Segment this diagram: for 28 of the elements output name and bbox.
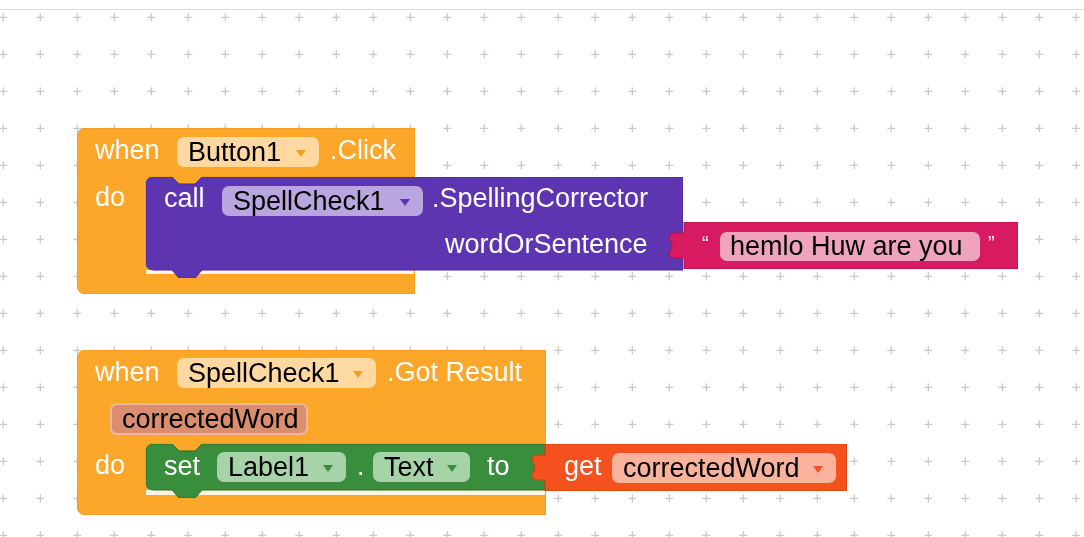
block-label: when [95,135,160,167]
block-label: do [95,450,126,482]
text-field: hemlo Huw are you [720,232,980,261]
dropdown: Label1 [217,452,346,482]
block-label: .Click [330,135,396,167]
quote-mark: ” [988,231,995,255]
block-label: wordOrSentence [445,229,648,261]
block-label: .Got Result [387,357,523,389]
event-block [77,350,546,515]
dropdown: Text [373,452,470,482]
block-label: .SpellingCorrector [432,183,649,215]
text-block [668,222,1018,269]
block-label: call [164,183,205,215]
getter-block [531,444,847,491]
parameter-name: correctedWord [110,403,308,435]
block-label: . [357,451,365,483]
dropdown: SpellCheck1 [177,358,376,388]
dropdown: Button1 [177,137,319,167]
dropdown: SpellCheck1 [222,186,423,216]
block-label: to [487,451,510,483]
block-label: set [164,451,201,483]
method-call-block [146,177,683,278]
block-label: do [95,182,126,214]
block-label: when [95,357,160,389]
quote-mark: “ [702,231,709,255]
block-label: get [564,451,602,483]
dropdown: correctedWord [612,453,836,483]
setter-block [146,444,545,498]
